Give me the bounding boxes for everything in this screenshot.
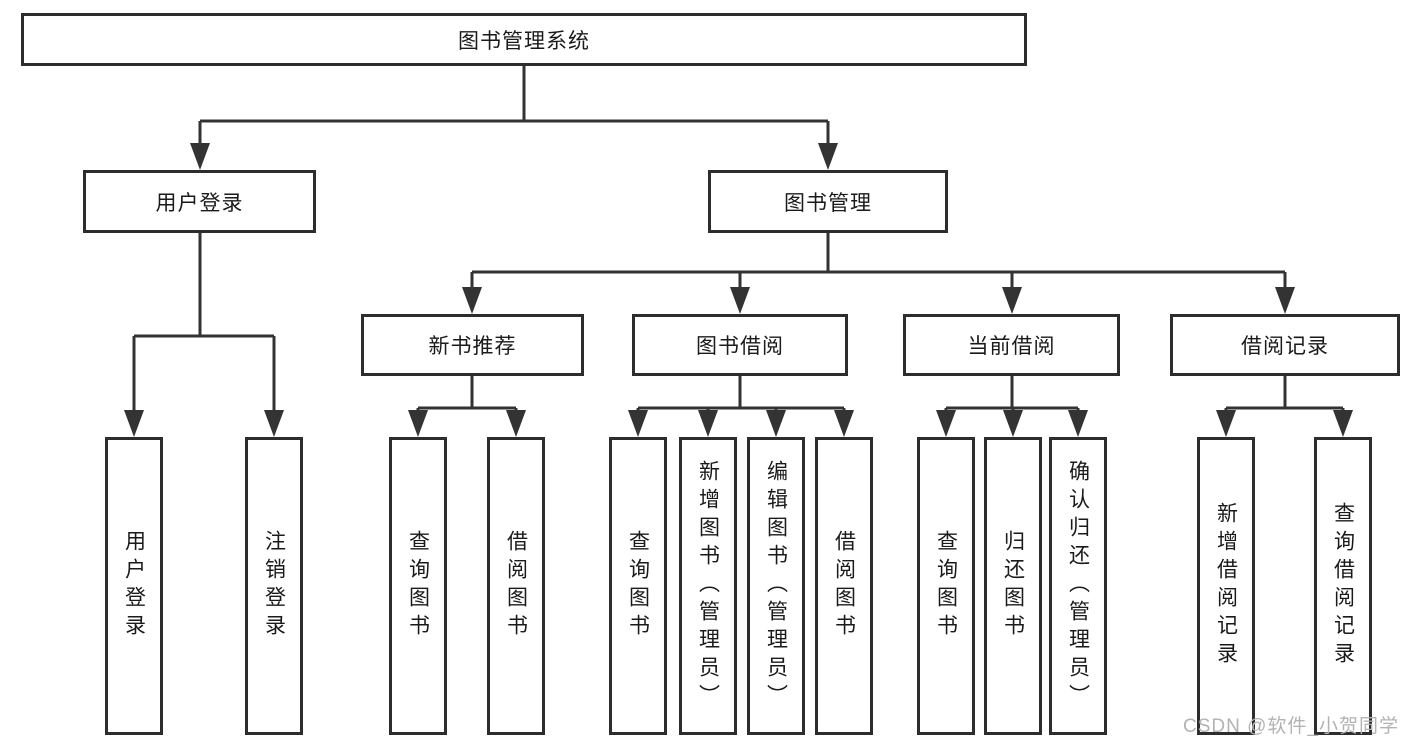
leaf-label: 新增图书（管理员） bbox=[696, 460, 720, 712]
leaf-label: 借阅图书 bbox=[832, 530, 856, 642]
leaf-add-borrow-record: 新增借阅记录 bbox=[1197, 437, 1255, 735]
leaf-borrow-books: 借阅图书 bbox=[815, 437, 873, 735]
leaf-label: 借阅图书 bbox=[504, 530, 528, 642]
node-borrowing-records: 借阅记录 bbox=[1170, 314, 1400, 376]
leaf-query-borrow-record: 查询借阅记录 bbox=[1314, 437, 1372, 735]
leaf-query-books: 查询图书 bbox=[609, 437, 667, 735]
node-library-management-system: 图书管理系统 bbox=[21, 13, 1027, 66]
leaf-return-book: 归还图书 bbox=[984, 437, 1042, 735]
leaf-query-books: 查询图书 bbox=[389, 437, 447, 735]
node-new-book-recommendation: 新书推荐 bbox=[361, 314, 584, 376]
leaf-label: 新增借阅记录 bbox=[1214, 502, 1238, 670]
leaf-label: 查询借阅记录 bbox=[1331, 502, 1355, 670]
leaf-logout: 注销登录 bbox=[245, 437, 303, 735]
leaf-label: 编辑图书（管理员） bbox=[764, 460, 788, 712]
node-book-management: 图书管理 bbox=[708, 170, 948, 233]
node-user-login: 用户登录 bbox=[83, 170, 316, 233]
leaf-label: 查询图书 bbox=[406, 530, 430, 642]
leaf-query-books: 查询图书 bbox=[917, 437, 975, 735]
leaf-label: 注销登录 bbox=[262, 530, 286, 642]
node-book-borrowing: 图书借阅 bbox=[632, 314, 848, 376]
leaf-label: 查询图书 bbox=[626, 530, 650, 642]
leaf-confirm-return-admin: 确认归还（管理员） bbox=[1049, 437, 1107, 735]
arrow-down-icon bbox=[124, 410, 1353, 437]
leaf-add-book-admin: 新增图书（管理员） bbox=[679, 437, 737, 735]
node-current-borrowing: 当前借阅 bbox=[903, 314, 1120, 376]
leaf-edit-book-admin: 编辑图书（管理员） bbox=[747, 437, 805, 735]
leaf-label: 用户登录 bbox=[122, 530, 146, 642]
leaf-label: 确认归还（管理员） bbox=[1066, 460, 1090, 712]
leaf-label: 归还图书 bbox=[1001, 530, 1025, 642]
arrow-down-icon bbox=[462, 287, 1295, 314]
leaf-label: 查询图书 bbox=[934, 530, 958, 642]
csdn-watermark: CSDN @软件_小贺同学 bbox=[1183, 716, 1399, 737]
leaf-user-login: 用户登录 bbox=[105, 437, 163, 735]
arrow-down-icon bbox=[190, 143, 838, 170]
leaf-borrow-books: 借阅图书 bbox=[487, 437, 545, 735]
